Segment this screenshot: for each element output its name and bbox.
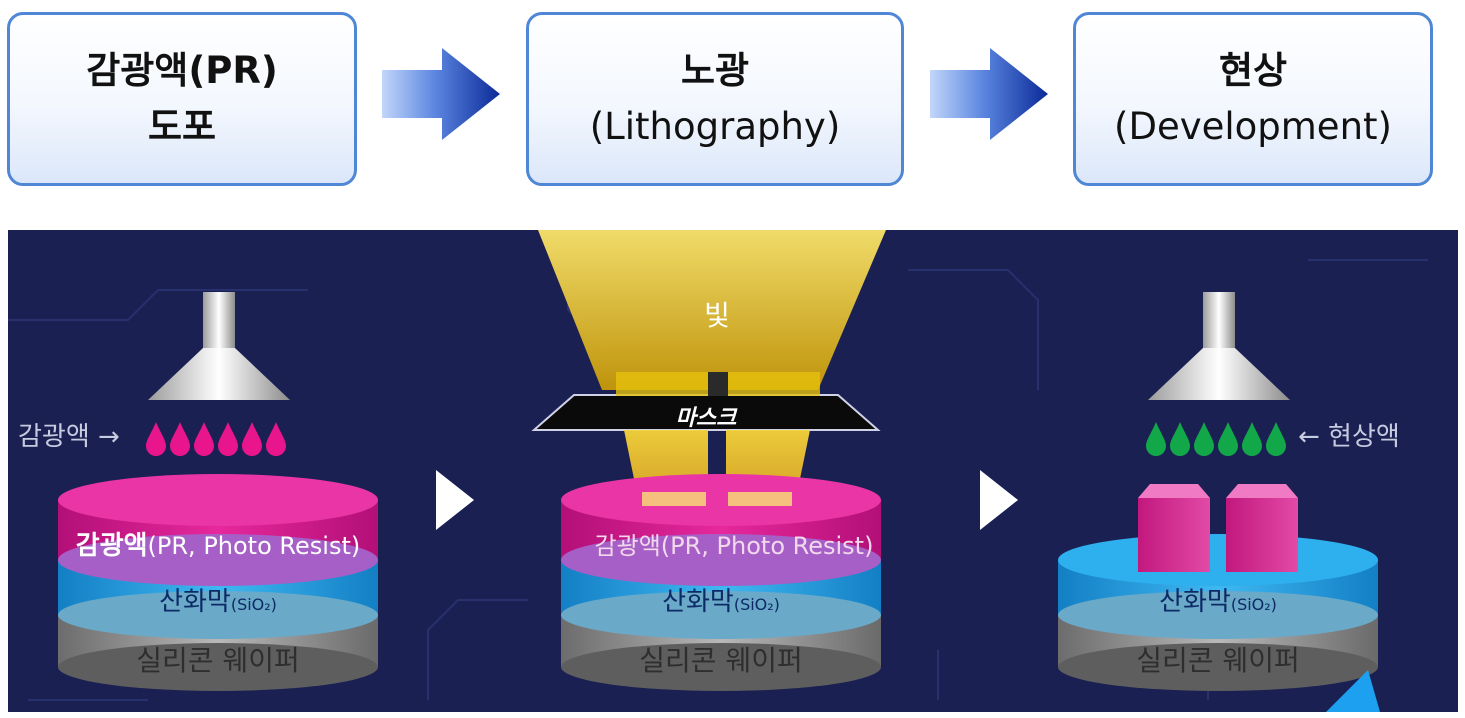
flow-arrow-right-icon <box>382 48 500 140</box>
step-lithography-title: 노광 <box>680 49 750 92</box>
oxide-layer-label: 산화막 <box>1159 587 1231 617</box>
svg-text:산화막(SiO₂): 산화막(SiO₂) <box>159 587 277 617</box>
step-box-development: 현상 (Development) <box>1073 12 1433 186</box>
developer-chemical-label: ← 현상액 <box>1298 422 1400 452</box>
oxide-layer-label: 산화막 <box>662 587 734 617</box>
oxide-layer-label: 산화막 <box>159 587 231 617</box>
process-illustration: 감광액 → 감광액(PR, Photo Resist) 산화막(SiO₂) 실리… <box>8 230 1428 712</box>
svg-text:산화막(SiO₂): 산화막(SiO₂) <box>1159 587 1277 617</box>
stage-arrow-right-icon <box>980 470 1018 530</box>
developer-nozzle-icon <box>1148 292 1290 400</box>
wafer-layer-label: 실리콘 웨이퍼 <box>639 644 802 677</box>
step-development-subtitle: (Development) <box>1114 105 1392 148</box>
wafer-stack-exposure: 감광액(PR, Photo Resist) 산화막(SiO₂) 실리콘 웨이퍼 <box>561 474 881 691</box>
oxide-layer-formula: (SiO₂) <box>1231 595 1277 614</box>
svg-text:감광액(PR, Photo Resist): 감광액(PR, Photo Resist) <box>76 531 360 561</box>
process-illustration-panel: 감광액 → 감광액(PR, Photo Resist) 산화막(SiO₂) 실리… <box>8 230 1458 712</box>
developer-drops-icon <box>1146 422 1286 456</box>
stage-development: ← 현상액 산화막(SiO₂) 실리콘 웨이퍼 <box>1058 292 1400 712</box>
oxide-layer-formula: (SiO₂) <box>734 595 780 614</box>
step-pr-coating-title: 감광액(PR) <box>86 49 278 92</box>
wafer-stack-development: 산화막(SiO₂) 실리콘 웨이퍼 <box>1058 534 1378 691</box>
pr-layer-label-rest: (PR, Photo Resist) <box>148 532 361 560</box>
wafer-layer-label: 실리콘 웨이퍼 <box>1136 644 1299 677</box>
coating-nozzle-icon <box>148 292 290 400</box>
mask-label: 마스크 <box>676 406 738 431</box>
remaining-photoresist-blocks <box>1138 484 1298 572</box>
light-label: 빛 <box>704 299 730 332</box>
step-development-title: 현상 <box>1218 49 1288 92</box>
wafer-stack-coating: 감광액(PR, Photo Resist) 산화막(SiO₂) 실리콘 웨이퍼 <box>58 474 378 691</box>
step-box-lithography: 노광 (Lithography) <box>526 12 904 186</box>
oxide-layer-formula: (SiO₂) <box>231 595 277 614</box>
stage-arrow-right-icon <box>436 470 474 530</box>
corner-accent <box>1326 670 1380 712</box>
flow-arrow-right-icon <box>930 48 1048 140</box>
photoresist-chemical-label: 감광액 → <box>18 422 120 452</box>
wafer-layer-label: 실리콘 웨이퍼 <box>136 644 299 677</box>
light-cone <box>538 230 886 390</box>
step-pr-coating-subtitle: 도포 <box>147 105 217 148</box>
step-box-pr-coating: 감광액(PR) 도포 <box>7 12 357 186</box>
stage-pr-coating: 감광액 → 감광액(PR, Photo Resist) 산화막(SiO₂) 실리… <box>18 292 378 691</box>
pr-layer-label-strong: 감광액 <box>76 531 148 561</box>
photoresist-drops-icon <box>146 422 286 456</box>
step-lithography-subtitle: (Lithography) <box>589 105 841 148</box>
stage-exposure: 빛 마스크 감광액(PR, Photo Resist) 산화막(SiO₂) 실리… <box>531 230 886 691</box>
svg-text:산화막(SiO₂): 산화막(SiO₂) <box>662 587 780 617</box>
pr-layer-label: 감광액(PR, Photo Resist) <box>595 532 874 560</box>
